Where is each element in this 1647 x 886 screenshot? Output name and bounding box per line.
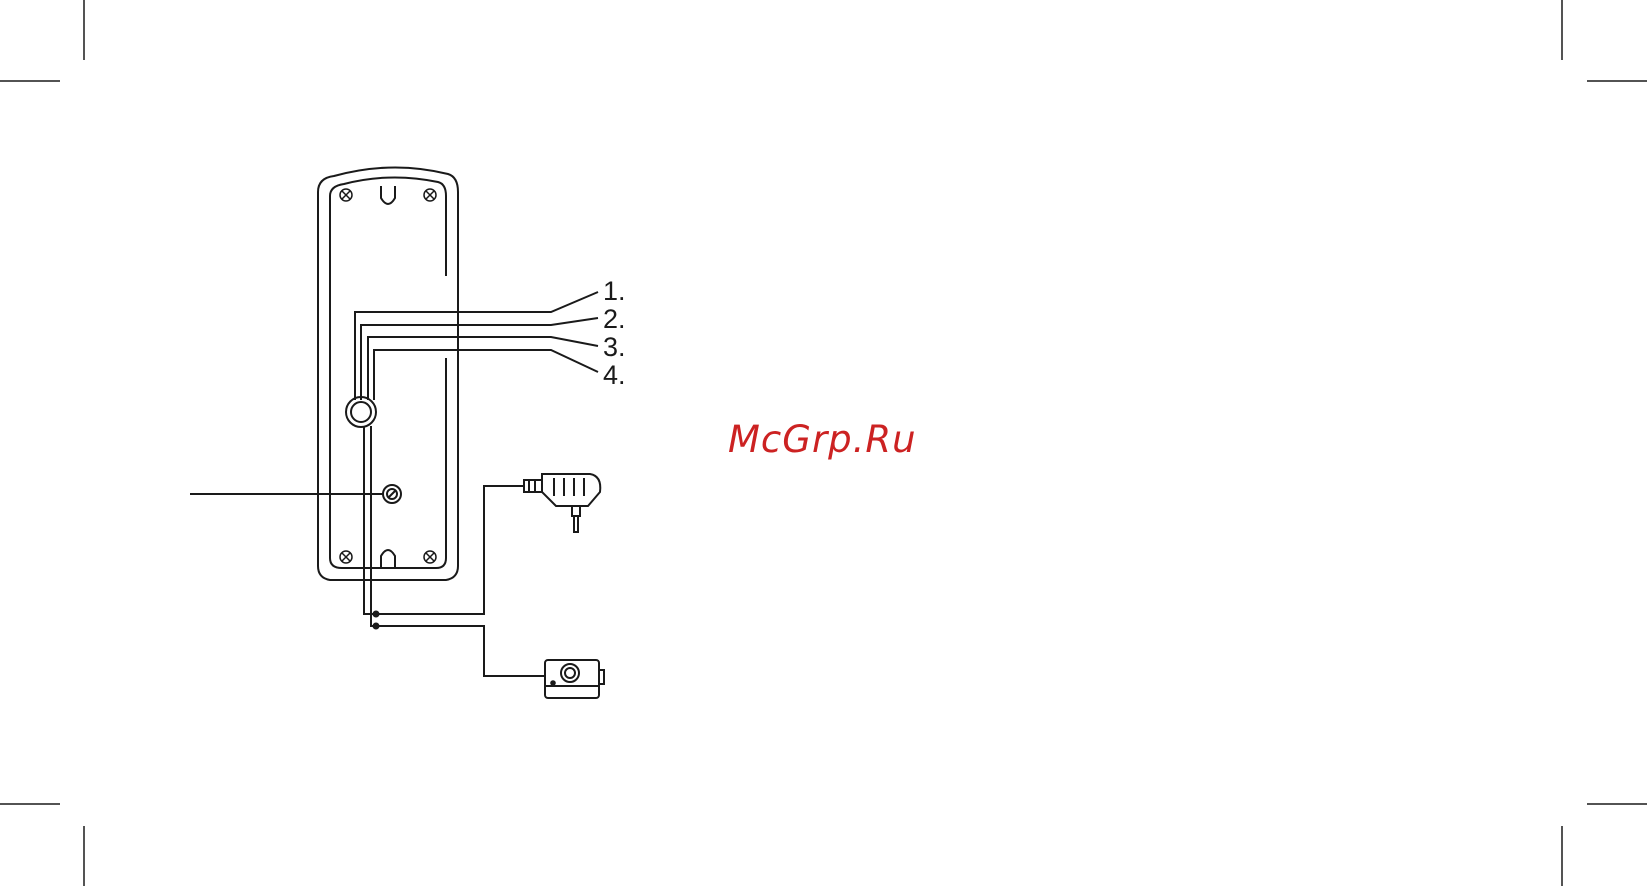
watermark: McGrp.Ru	[728, 418, 917, 461]
wire-4	[374, 350, 598, 400]
wire-label-3: 3.	[603, 332, 626, 362]
wire-label-2: 2.	[603, 304, 626, 334]
screw-icon	[424, 189, 436, 201]
adjustment-screw	[190, 485, 401, 503]
outdoor-panel	[318, 167, 458, 580]
power-plug-icon	[524, 474, 600, 532]
wire-2	[361, 318, 598, 400]
bottom-mount-slot	[381, 550, 395, 568]
cable-grommet	[346, 397, 376, 427]
wire-label-4: 4.	[603, 360, 626, 390]
wires	[355, 292, 598, 400]
wire-labels: 1. 2. 3. 4.	[603, 276, 626, 390]
screw-icon	[424, 551, 436, 563]
screw-icon	[340, 551, 352, 563]
wire-3	[368, 337, 598, 400]
wire-1	[355, 292, 598, 400]
top-mount-slot	[381, 186, 395, 204]
wire-label-1: 1.	[603, 276, 626, 306]
screw-icon	[340, 189, 352, 201]
inline-switch-icon	[545, 660, 604, 698]
